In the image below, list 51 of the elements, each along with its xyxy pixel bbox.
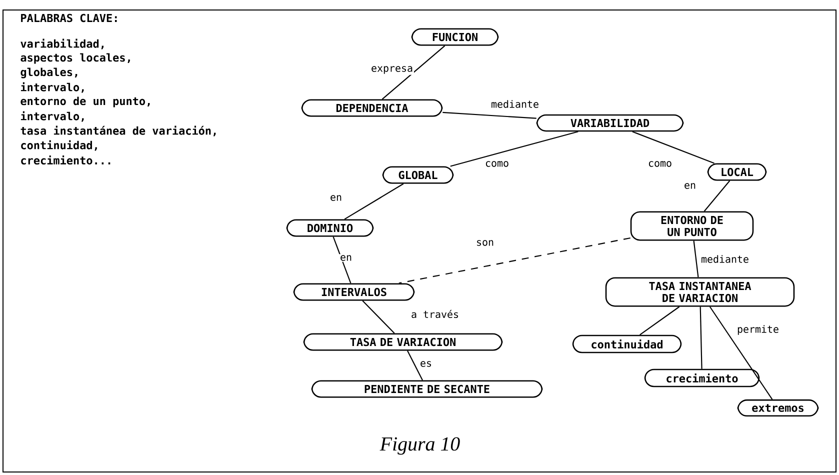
concept-box: extremos <box>737 399 819 417</box>
keyword: crecimiento... <box>21 155 110 165</box>
keyword: intervalo, <box>20 111 84 122</box>
keyword: continuidad, <box>21 140 97 151</box>
concept-box: PENDIENTE DE SECANTE <box>311 380 543 398</box>
edge-label: a través <box>410 308 460 320</box>
connector-line <box>382 45 446 100</box>
edge-label: en <box>339 254 353 262</box>
keyword: aspectos locales, <box>20 53 130 64</box>
edge-label: permite <box>736 324 780 336</box>
concept-box: GLOBAL <box>382 166 454 184</box>
connector-line <box>332 236 352 284</box>
edge-label: son <box>475 239 495 247</box>
heading: PALABRAS CLAVE: <box>21 14 117 22</box>
keyword: entorno de un punto, <box>20 96 150 108</box>
connector-line <box>344 183 404 220</box>
connector-line <box>704 180 730 212</box>
keyword: variabilidad, <box>20 38 104 50</box>
connector-line <box>398 237 630 284</box>
connector-line <box>632 131 714 164</box>
edge-label: como <box>647 160 673 168</box>
connector-line <box>640 306 680 336</box>
keyword: globales, <box>20 68 78 78</box>
connector-line <box>709 306 773 400</box>
concept-box: DOMINIO <box>286 219 374 237</box>
concept-box: ENTORNO DE UN PUNTO <box>630 211 754 241</box>
connector-line <box>442 112 536 119</box>
connector-line <box>700 306 702 369</box>
keyword: tasa instantánea de variación, <box>20 126 216 136</box>
edge-label: expresa <box>370 65 414 75</box>
keyword: intervalo, <box>20 82 84 93</box>
concept-box: INTERVALOS <box>293 283 415 301</box>
concept-box: VARIABILIDAD <box>536 114 684 132</box>
concept-box: TASA DE VARIACION <box>303 333 503 351</box>
edge-label: como <box>484 160 510 168</box>
concept-box: crecimiento <box>644 368 760 388</box>
edge-label: en <box>329 194 343 202</box>
connector-line <box>362 300 395 334</box>
edge-label: en <box>683 182 697 190</box>
concept-box: continuidad <box>572 334 682 354</box>
concept-box: DEPENDENCIA <box>301 99 443 117</box>
connector-line <box>407 350 424 380</box>
connector-line <box>450 131 578 167</box>
concept-box: TASA INSTANTANEA DE VARIACION <box>605 277 795 307</box>
concept-box: LOCAL <box>707 163 767 181</box>
edge-label: mediante <box>490 99 540 109</box>
edge-label: es <box>419 360 433 368</box>
connector-line <box>693 240 699 278</box>
caption: Figura 10 <box>380 437 460 455</box>
concept-box: FUNCION <box>411 28 499 46</box>
edge-label: mediante <box>700 254 750 264</box>
